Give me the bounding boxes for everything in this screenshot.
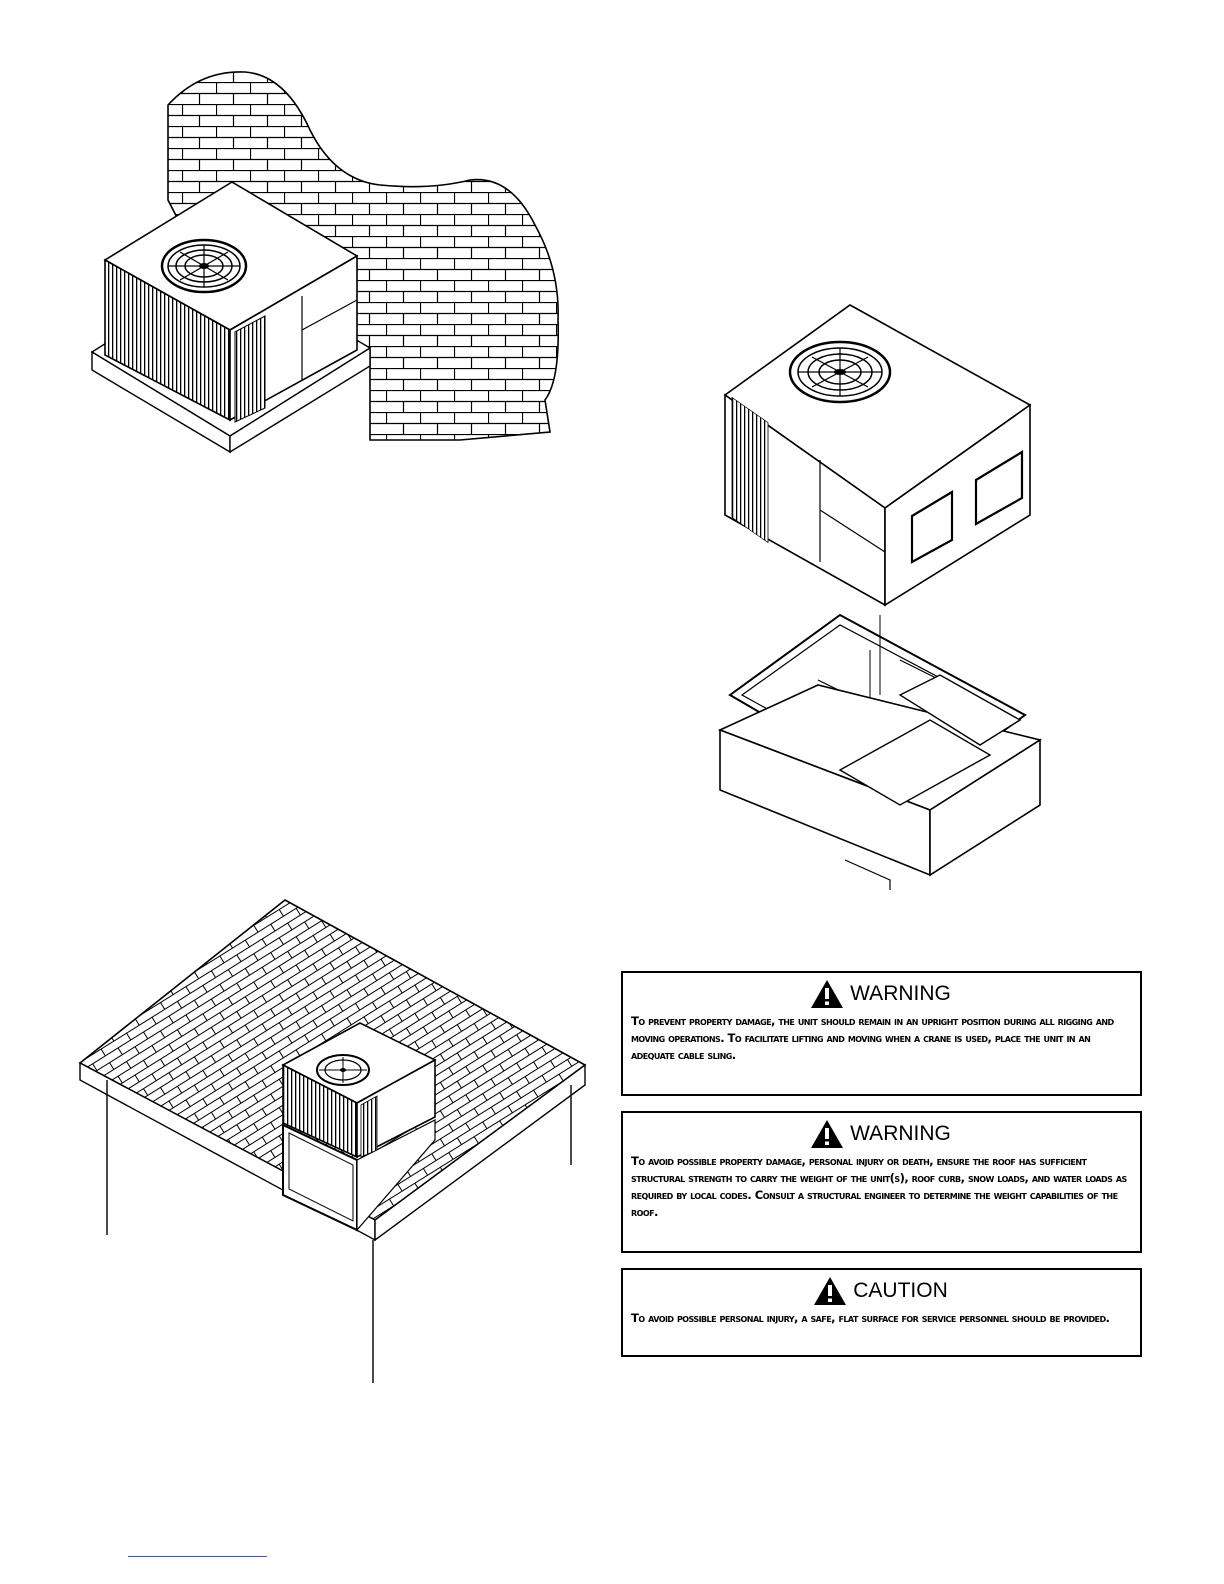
- unit-on-roof-illustration: [78, 899, 587, 1383]
- warning-heading: WARNING: [850, 982, 951, 1005]
- caution-title: CAUTION: [631, 1276, 1130, 1306]
- caution-heading: CAUTION: [853, 1279, 948, 1302]
- exclamation-triangle-icon: [811, 1120, 844, 1148]
- warning-title: WARNING: [631, 1119, 1130, 1149]
- warning-text: To avoid possible property damage, perso…: [631, 1154, 1127, 1219]
- warning-title: WARNING: [631, 979, 1130, 1009]
- warning-box-rigging: WARNING To prevent property damage, the …: [621, 971, 1142, 1096]
- warning-text: To prevent property damage, the unit sho…: [631, 1014, 1114, 1062]
- warning-heading: WARNING: [850, 1122, 951, 1145]
- caution-box-service-surface: CAUTION To avoid possible personal injur…: [621, 1268, 1142, 1357]
- footer-link-underline: [128, 1556, 267, 1557]
- exclamation-triangle-icon: [814, 1277, 847, 1305]
- unit-and-roof-curb-illustration: [717, 304, 1043, 890]
- unit-beside-brick-wall-illustration: [90, 71, 560, 454]
- exclamation-triangle-icon: [811, 980, 844, 1008]
- warning-box-roof-strength: WARNING To avoid possible property damag…: [621, 1111, 1142, 1253]
- caution-text: To avoid possible personal injury, a saf…: [631, 1311, 1110, 1325]
